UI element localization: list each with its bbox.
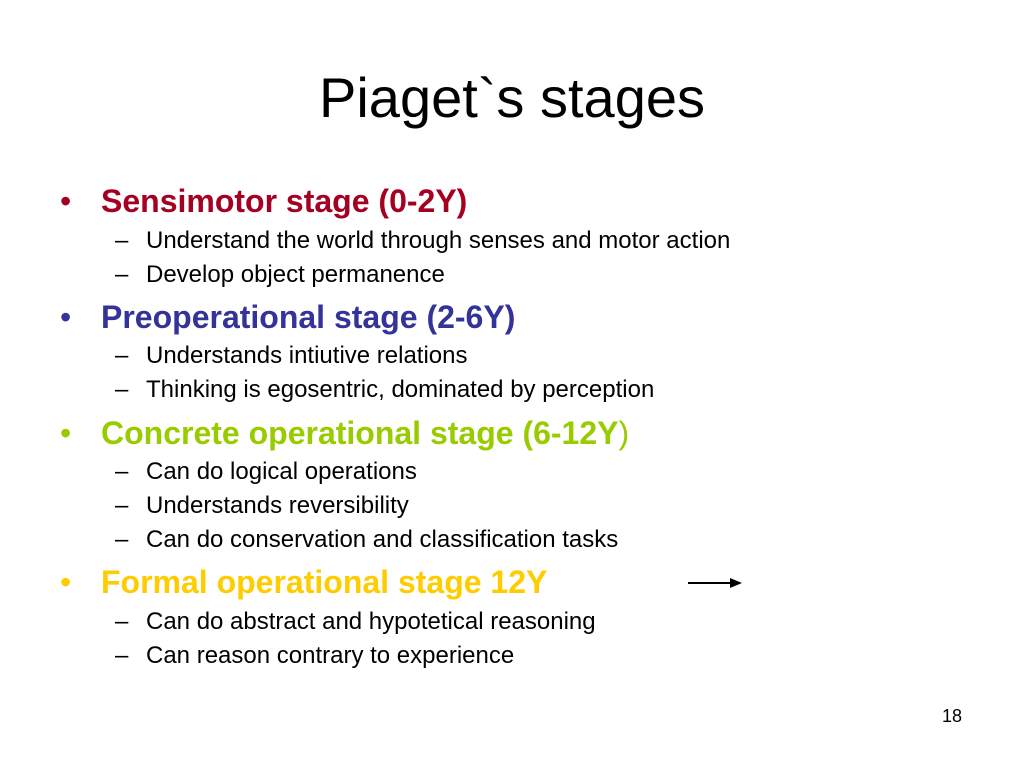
dash-marker: –	[115, 342, 129, 369]
dash-marker: –	[115, 227, 129, 254]
bullet-marker: •	[60, 415, 72, 451]
stage-point: Understand the world through senses and …	[146, 227, 731, 254]
dash-marker: –	[115, 526, 129, 553]
dash-marker: –	[115, 642, 129, 669]
dash-marker: –	[115, 376, 129, 403]
stage-point: Develop object permanence	[146, 261, 445, 288]
bullet-marker: •	[60, 183, 72, 219]
dash-marker: –	[115, 492, 129, 519]
stage-heading: Concrete operational stage (6-12Y)	[101, 413, 629, 453]
stage-point: Can do abstract and hypotetical reasonin…	[146, 608, 596, 635]
stage-point: Understands intiutive relations	[146, 342, 468, 369]
dash-marker: –	[115, 608, 129, 635]
stage-point: Understands reversibility	[146, 492, 409, 519]
stage-point: Can do conservation and classification t…	[146, 526, 619, 553]
stage-heading-suffix: )	[618, 415, 630, 451]
stage-point: Can do logical operations	[146, 458, 417, 485]
stage-heading: Formal operational stage 12Y	[101, 564, 548, 600]
slide-title: Piaget`s stages	[319, 66, 705, 129]
stage-heading-text: Concrete operational stage (6-12Y	[101, 415, 619, 451]
bullet-marker: •	[60, 299, 72, 335]
stage-point: Thinking is egosentric, dominated by per…	[146, 376, 655, 403]
right-arrow-icon	[688, 578, 742, 588]
bullet-marker: •	[60, 564, 72, 600]
stage-point: Can reason contrary to experience	[146, 642, 515, 669]
stage-heading: Sensimotor stage (0-2Y)	[101, 183, 468, 219]
stage-heading: Preoperational stage (2-6Y)	[101, 299, 516, 335]
dash-marker: –	[115, 458, 129, 485]
page-number: 18	[941, 706, 962, 726]
dash-marker: –	[115, 261, 129, 288]
